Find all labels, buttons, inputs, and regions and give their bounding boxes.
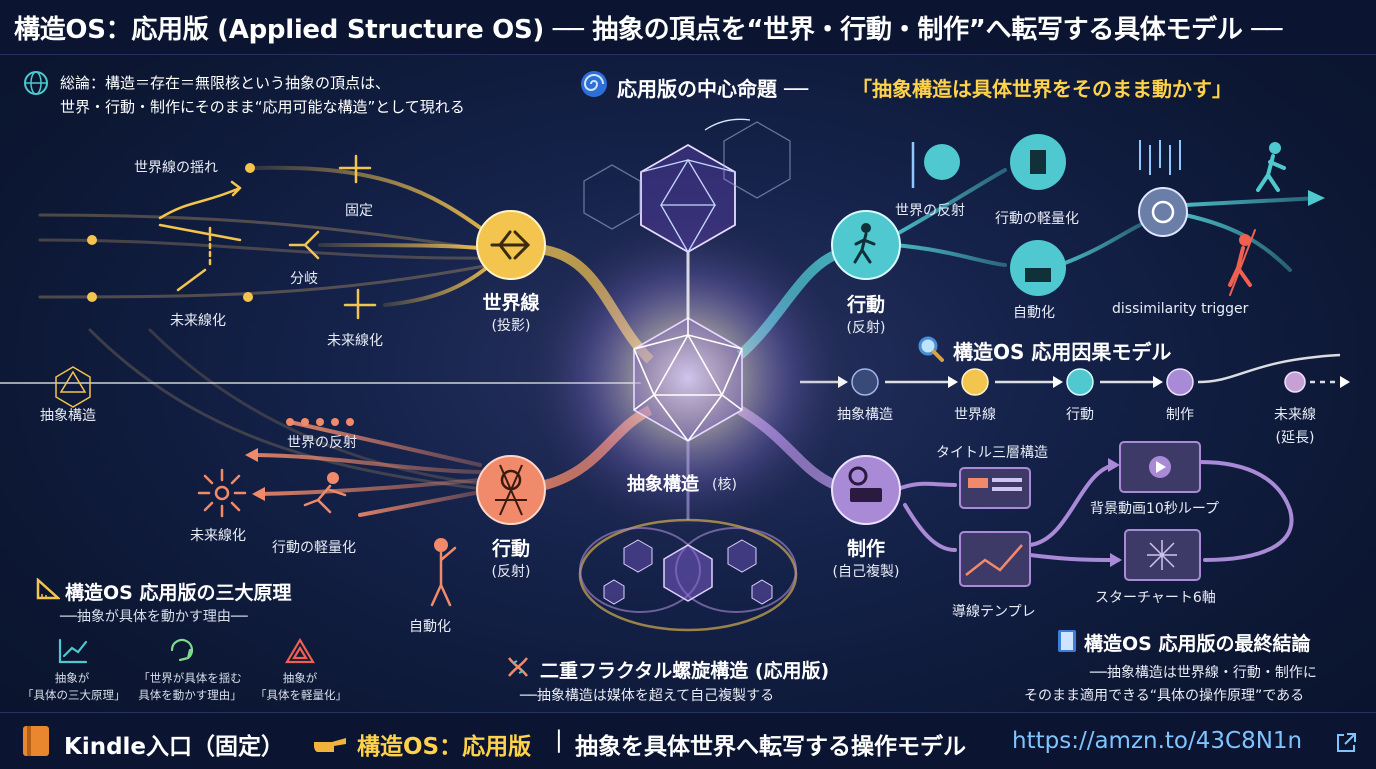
causal-step-5: 未来線 [1274, 407, 1316, 423]
principles-title: 構造OS 応用版の三大原理 [65, 582, 292, 604]
causal-title: 構造OS 応用因果モデル [953, 340, 1172, 364]
summary-line-1: 総論：構造＝存在＝無限核という抽象の頂点は、 [60, 74, 391, 92]
hub-action-top-sub: (反射) [846, 320, 886, 336]
label-world-reflection-right: 世界の反射 [895, 203, 965, 219]
arrowhead [1108, 458, 1120, 472]
header-bar [0, 0, 1376, 55]
teal-icons [1010, 134, 1188, 296]
fractal-helix [578, 518, 798, 632]
label-futurize-c: 未来線化 [190, 528, 246, 544]
teal-bars-left [911, 142, 960, 188]
hub-worldline-sub: (投影) [491, 318, 531, 334]
ruler-icon [36, 577, 62, 604]
proposition-quote: 「抽象構造は具体世界をそのまま動かす」 [852, 77, 1232, 101]
causal-step-3: 行動 [1066, 407, 1094, 423]
principle-3-line-2: 「具体を軽量化」 [255, 688, 347, 702]
label-world-reflection-left: 世界の反射 [287, 435, 357, 451]
footer-os: 構造OS：応用版 [357, 734, 532, 760]
label-star-chart: スターチャート6軸 [1095, 590, 1216, 606]
left-icons [158, 154, 377, 320]
core-glow [513, 203, 863, 553]
principle-2-line-2: 具体を動かす理由」 [138, 688, 242, 702]
teal-branches [893, 158, 1322, 276]
hub-action-bottom-title: 行動 [491, 538, 530, 560]
external-link-icon[interactable] [1334, 731, 1358, 759]
principle-icons [58, 637, 315, 664]
arrowhead [1308, 190, 1325, 206]
principle-2-line-1: 「世界が具体を揺む [138, 671, 242, 685]
causal-step-1: 抽象構造 [837, 407, 893, 423]
runner-icons [1228, 142, 1286, 296]
core-sub: (核) [712, 477, 737, 493]
fractal-title: 二重フラクタル螺旋構造 (応用版) [540, 660, 830, 682]
book-icon [1056, 628, 1078, 658]
label-world-shake: 世界線の揺れ [134, 160, 218, 176]
page-title: 構造OS：応用版 (Applied Structure OS) ── 抽象の頂点… [14, 15, 1283, 45]
arrowhead [1110, 553, 1122, 567]
label-action-light-left: 行動の軽量化 [272, 540, 356, 556]
globe-icon [23, 70, 49, 100]
worldline-feeders [253, 165, 492, 307]
hub-creation-sub: (自己複製) [832, 564, 900, 580]
circuit-icon [1139, 140, 1181, 175]
label-futurize-a: 未来線化 [170, 313, 226, 329]
hub-action-bottom [476, 455, 546, 525]
label-fixed: 固定 [345, 203, 373, 219]
left-node-dots [87, 163, 255, 302]
label-automation-left: 自動化 [409, 619, 451, 635]
footer-desc: 抽象を具体世界へ転写する操作モデル [575, 734, 966, 760]
causal-chain-nodes [851, 368, 1306, 396]
label-action-light-right: 行動の軽量化 [995, 211, 1079, 227]
hub-action-top-title: 行動 [846, 294, 885, 316]
summary-line-2: 世界・行動・制作にそのまま“応用可能な構造”として現れる [60, 98, 465, 116]
spiral-icon [579, 69, 609, 103]
causal-step-5-sub: (延長) [1275, 430, 1315, 446]
principles-subtitle: ──抽象が具体を動かす理由── [60, 609, 248, 625]
creation-cards [959, 441, 1201, 587]
arrowhead [245, 448, 258, 462]
left-coral-icons [197, 468, 457, 607]
coral-arrows [248, 420, 482, 517]
label-futurize-b: 未来線化 [327, 333, 383, 349]
label-dissimilarity-trigger: dissimilarity trigger [1112, 301, 1249, 317]
hub-worldline-title: 世界線 [482, 292, 540, 314]
pointing-hand-icon [312, 726, 348, 762]
coral-dots [286, 418, 354, 426]
arrowhead [252, 487, 265, 501]
footer-divider: | [555, 727, 563, 753]
principle-1-line-2: 「具体の三大原理」 [22, 688, 126, 702]
core-icosahedron [633, 317, 743, 442]
label-automation-right: 自動化 [1013, 305, 1055, 321]
label-template: 導線テンプレ [952, 604, 1036, 620]
footer-kindle: Kindle入口（固定） [64, 734, 285, 760]
dna-icon [505, 654, 531, 684]
hub-action-bottom-sub: (反射) [491, 564, 531, 580]
book-orange-icon [20, 723, 54, 763]
conclusion-line-2: そのまま適用できる“具体の操作原理”である [1024, 688, 1305, 704]
label-branch: 分岐 [290, 271, 318, 287]
hub-action-top [831, 210, 901, 280]
magnifier-icon [917, 335, 945, 367]
label-abstract: 抽象構造 [40, 408, 96, 424]
conclusion-title: 構造OS 応用版の最終結論 [1084, 633, 1311, 655]
hub-worldline [476, 210, 546, 280]
proposition-label: 応用版の中心命題 ── [617, 77, 809, 101]
hub-creation [831, 455, 901, 525]
fractal-sub: ──抽象構造は媒体を超えて自己複製する [520, 688, 775, 704]
abstract-icon [55, 366, 91, 408]
principle-1-line-1: 抽象が [54, 671, 90, 685]
core-title: 抽象構造 [627, 474, 699, 495]
footer-link[interactable]: https://amzn.to/43C8N1n [1012, 728, 1303, 754]
label-bg-video: 背景動画10秒ループ [1090, 501, 1219, 517]
upper-icosahedra [583, 118, 791, 254]
label-title-triple: タイトル三層構造 [936, 445, 1048, 461]
causal-step-4: 制作 [1166, 407, 1194, 423]
causal-step-2: 世界線 [954, 407, 996, 423]
footer-bar [0, 712, 1376, 769]
conclusion-line-1: ──抽象構造は世界線・行動・制作に [1090, 665, 1317, 681]
principle-3-line-1: 抽象が [282, 671, 318, 685]
hub-creation-title: 制作 [846, 538, 885, 560]
